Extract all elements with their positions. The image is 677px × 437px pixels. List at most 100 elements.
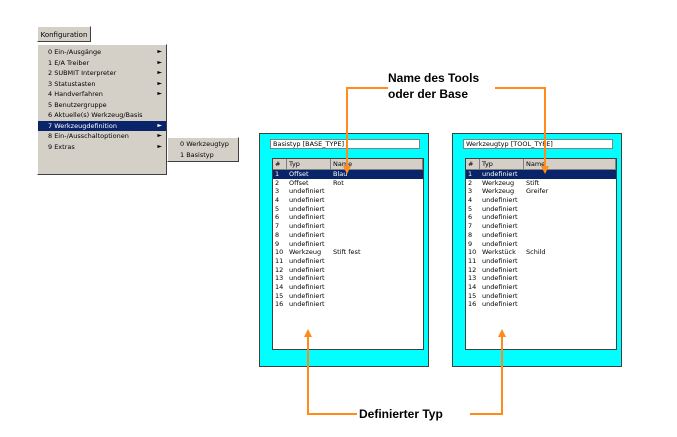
menu-item-label: 8 Ein-/Ausschaltoptionen [48,132,129,140]
row-number: 1 [468,170,473,178]
row-type: undefiniert [482,291,518,300]
list-item[interactable]: 6 undefiniert [466,213,616,222]
row-type: undefiniert [482,213,518,222]
list-item[interactable]: 5 undefiniert [466,205,616,214]
base-type-title: Basistyp [BASE_TYPE] [270,139,420,149]
menu-item[interactable]: 0 Ein-/Ausgänge► [38,47,166,58]
werkzeugdefinition-submenu: 0 Werkzeugtyp 1 Basistyp [167,137,239,162]
header-type[interactable]: Typ [480,159,524,169]
menu-item-label: 2 SUBMIT Interpreter [48,69,117,77]
row-number: 2 [275,178,280,187]
row-number: 10 [468,248,477,257]
submenu-arrow-icon: ► [157,58,162,66]
row-type: undefiniert [482,204,518,213]
header-number[interactable]: # [466,159,480,169]
menu-item[interactable]: 8 Ein-/Ausschaltoptionen ► [38,131,166,142]
menu-item[interactable]: 2 SUBMIT Interpreter► [38,68,166,79]
row-name: Schild [526,248,546,257]
row-type: undefiniert [482,230,518,239]
annotation-name-line1: Name des Tools [388,71,480,85]
menu-item[interactable]: 6 Aktuelle(s) Werkzeug/Basis [38,110,166,121]
row-type: undefiniert [289,230,325,239]
menu-item-label: 5 Benutzergruppe [48,100,107,109]
row-number: 7 [275,222,280,231]
row-type: undefiniert [482,222,518,231]
row-number: 13 [468,274,477,283]
submenu-item[interactable]: 0 Werkzeugtyp [180,140,229,148]
list-item[interactable]: 15 undefiniert [273,292,423,301]
row-type: undefiniert [289,196,325,205]
row-number: 4 [275,196,280,205]
row-number: 15 [275,291,284,300]
menu-item[interactable]: 5 Benutzergruppe [38,100,166,111]
row-type: undefiniert [289,274,325,283]
row-type: undefiniert [289,187,325,196]
menu-item-label: 4 Handverfahren [48,90,103,98]
menu-item-label: 3 Statustasten [48,79,96,88]
menu-item[interactable]: 9 Extras► [38,142,166,153]
menu-item[interactable]: 3 Statustasten ► [38,79,166,90]
row-type: Offset [289,178,309,187]
list-item[interactable]: 13 undefiniert [273,274,423,283]
list-item[interactable]: 15 undefiniert [466,292,616,301]
row-number: 14 [275,282,284,291]
header-name[interactable]: Name [331,159,423,169]
row-number: 15 [468,291,477,300]
row-type: undefiniert [289,291,325,300]
row-number: 13 [275,274,284,283]
header-name[interactable]: Name [524,159,616,169]
type-bracket-line [304,329,357,415]
row-type: undefiniert [289,300,325,309]
row-type: Werkzeug [482,187,515,196]
menu-item[interactable]: 1 E/A Treiber► [38,58,166,69]
list-item[interactable]: 3 undefiniert [273,187,423,196]
submenu-item[interactable]: 1 Basistyp [180,150,214,159]
submenu-arrow-icon: ► [157,142,162,150]
menu-item[interactable]: 7 Werkzeugdefinition► [38,120,166,131]
row-number: 3 [275,187,280,196]
row-name: Blau [333,170,348,178]
name-bracket-line-right [495,87,549,174]
header-number[interactable]: # [273,159,287,169]
submenu-arrow-icon: ► [157,79,162,87]
submenu-arrow-icon: ► [157,132,162,139]
row-number: 5 [468,204,473,213]
row-type: undefiniert [482,256,518,265]
row-type: undefiniert [482,265,518,274]
row-number: 6 [468,213,473,222]
header-type[interactable]: Typ [287,159,331,169]
konfiguration-menu-button[interactable]: Konfiguration [37,26,91,42]
menu-item[interactable]: 4 Handverfahren► [38,89,166,100]
list-item[interactable]: 4 undefiniert [273,196,423,205]
row-type: undefiniert [289,204,325,213]
